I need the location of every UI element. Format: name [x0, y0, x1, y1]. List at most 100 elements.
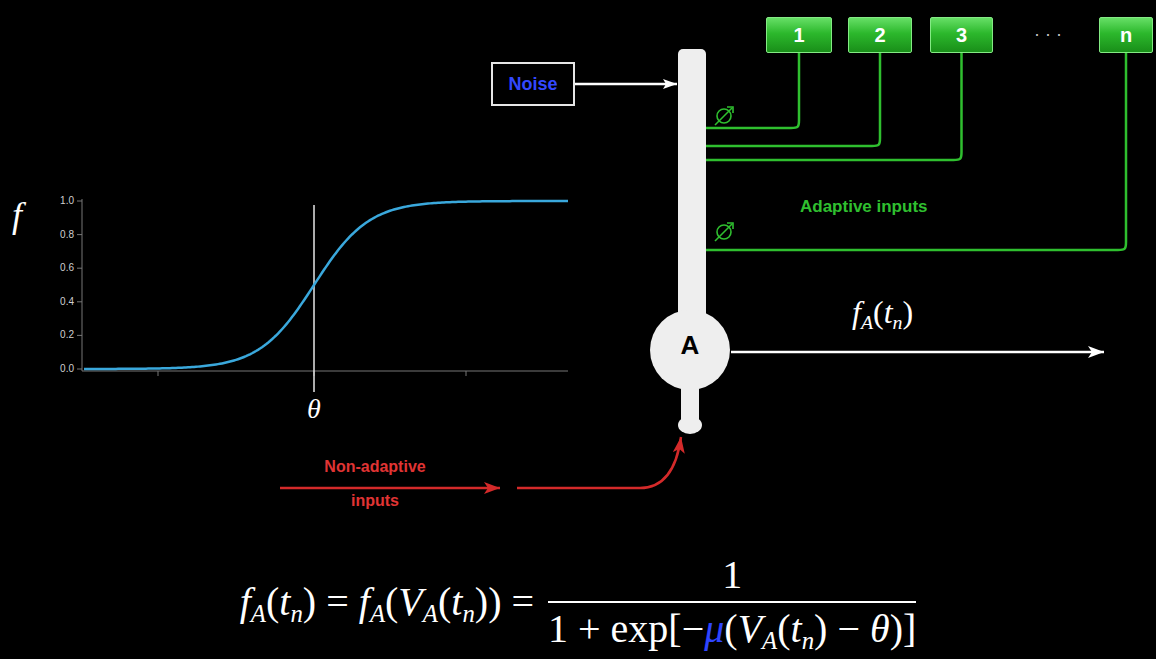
- y-axis: [82, 199, 83, 371]
- synapse-tip: [727, 107, 733, 113]
- text-run: (: [266, 579, 279, 624]
- formula-text: 1 + exp[−μ(VA(tn) − θ)]: [548, 606, 916, 651]
- text-run: )) =: [475, 579, 534, 624]
- ellipsis: · · ·: [1034, 24, 1062, 44]
- tick: [466, 371, 467, 376]
- tick-label-box: 0.8: [30, 228, 74, 242]
- tick-label-box: 0.4: [30, 295, 74, 309]
- tick: [158, 371, 159, 376]
- box-label: Noise: [508, 74, 557, 95]
- neuron-body: [650, 49, 730, 434]
- text-run: A: [251, 600, 266, 627]
- text-run: θ: [307, 393, 321, 424]
- dendrite: [678, 49, 706, 333]
- threshold-line: [313, 205, 315, 392]
- text-run: (: [724, 606, 737, 651]
- soma: [650, 310, 730, 390]
- input-label-box: Non-adaptive inputs: [310, 450, 440, 518]
- connector: [706, 53, 962, 160]
- group-label: Adaptive inputs: [800, 197, 928, 216]
- text-run: (: [385, 579, 398, 624]
- numerator: 1: [548, 553, 916, 597]
- tick: [77, 369, 82, 370]
- text-run: ) =: [303, 579, 359, 624]
- text-run: θ: [870, 606, 890, 651]
- text-run: n: [893, 311, 903, 333]
- output-label: fA(tn): [852, 294, 913, 330]
- tick-label: 0.0: [60, 363, 74, 374]
- text-run: n: [802, 627, 814, 654]
- text-run: t: [279, 579, 290, 624]
- box-label: 1: [793, 24, 804, 47]
- x-axis: [82, 371, 568, 372]
- connector: [706, 53, 880, 146]
- text-run: μ: [704, 606, 724, 651]
- tick: [77, 268, 82, 269]
- text-run: ): [902, 294, 913, 330]
- tick-label-box: 1.0: [30, 194, 74, 208]
- text-run: f: [359, 579, 370, 624]
- neuron-cell: A: [650, 45, 730, 437]
- text-run: f: [240, 579, 251, 624]
- input-label: Non-adaptive inputs: [324, 458, 425, 509]
- text-run: f: [852, 294, 861, 330]
- axis-variable-box: f: [12, 194, 22, 236]
- input-box: 3: [930, 17, 993, 53]
- synapse-symbol: [715, 223, 733, 241]
- group-label-box: Adaptive inputs: [800, 197, 928, 217]
- synapse-tip: [727, 223, 733, 229]
- connector: [706, 53, 799, 128]
- tick-label-box: 0.0: [30, 362, 74, 376]
- axis-variable: f: [12, 195, 22, 235]
- text-run: n: [462, 600, 474, 627]
- output-arrow: [731, 351, 1104, 354]
- noise-box: Noise: [491, 62, 575, 106]
- text-run: V: [398, 579, 422, 624]
- text-run: A: [861, 311, 873, 333]
- ellipsis-box: · · ·: [1000, 24, 1096, 45]
- synapse-slash: [715, 224, 732, 241]
- connector: [706, 53, 1126, 250]
- tick: [77, 201, 82, 202]
- input-box: 2: [848, 17, 912, 53]
- tick-label: 0.8: [60, 229, 74, 240]
- text-run: t: [791, 606, 802, 651]
- formula-text: fA(tn) = fA(VA(tn)) =: [240, 579, 534, 624]
- input-box: 1: [766, 17, 832, 53]
- text-run: ) −: [814, 606, 870, 651]
- denominator: 1 + exp[−μ(VA(tn) − θ)]: [548, 607, 916, 656]
- tick: [77, 301, 82, 302]
- formula: fA(tn) = fA(VA(tn)) =11 + exp[−μ(VA(tn) …: [0, 555, 1156, 653]
- connector: [575, 83, 677, 86]
- text-run: A: [423, 600, 438, 627]
- text-run: (: [777, 606, 790, 651]
- tick: [77, 335, 82, 336]
- tick-label: 0.6: [60, 262, 74, 273]
- text-run: t: [884, 294, 893, 330]
- neuron-outline: [650, 45, 730, 437]
- text-run: 1 + exp[−: [548, 606, 704, 651]
- box-label: n: [1120, 24, 1132, 47]
- sigmoid-curve: [84, 201, 568, 369]
- cell-name: A: [650, 330, 730, 370]
- synapse-symbol: [715, 107, 733, 125]
- plot-axes: [77, 199, 568, 376]
- text-run: n: [290, 600, 302, 627]
- formula-lhs: fA(tn) = fA(VA(tn)) =: [240, 580, 534, 629]
- fraction: 1 1 + exp[−μ(VA(tn) − θ)]: [548, 553, 916, 656]
- text-run: t: [451, 579, 462, 624]
- tick-label: 0.4: [60, 296, 74, 307]
- text-run: A: [370, 600, 385, 627]
- text-run: )]: [890, 606, 917, 651]
- text-run: A: [762, 627, 777, 654]
- threshold-symbol-box: θ: [299, 393, 329, 425]
- axon-knob: [678, 416, 702, 434]
- text-run: (: [873, 294, 884, 330]
- output-label-box: fA(tn): [852, 294, 913, 331]
- input-arrow: [517, 437, 681, 488]
- box-label: 3: [956, 24, 967, 47]
- fraction-bar: [548, 601, 916, 603]
